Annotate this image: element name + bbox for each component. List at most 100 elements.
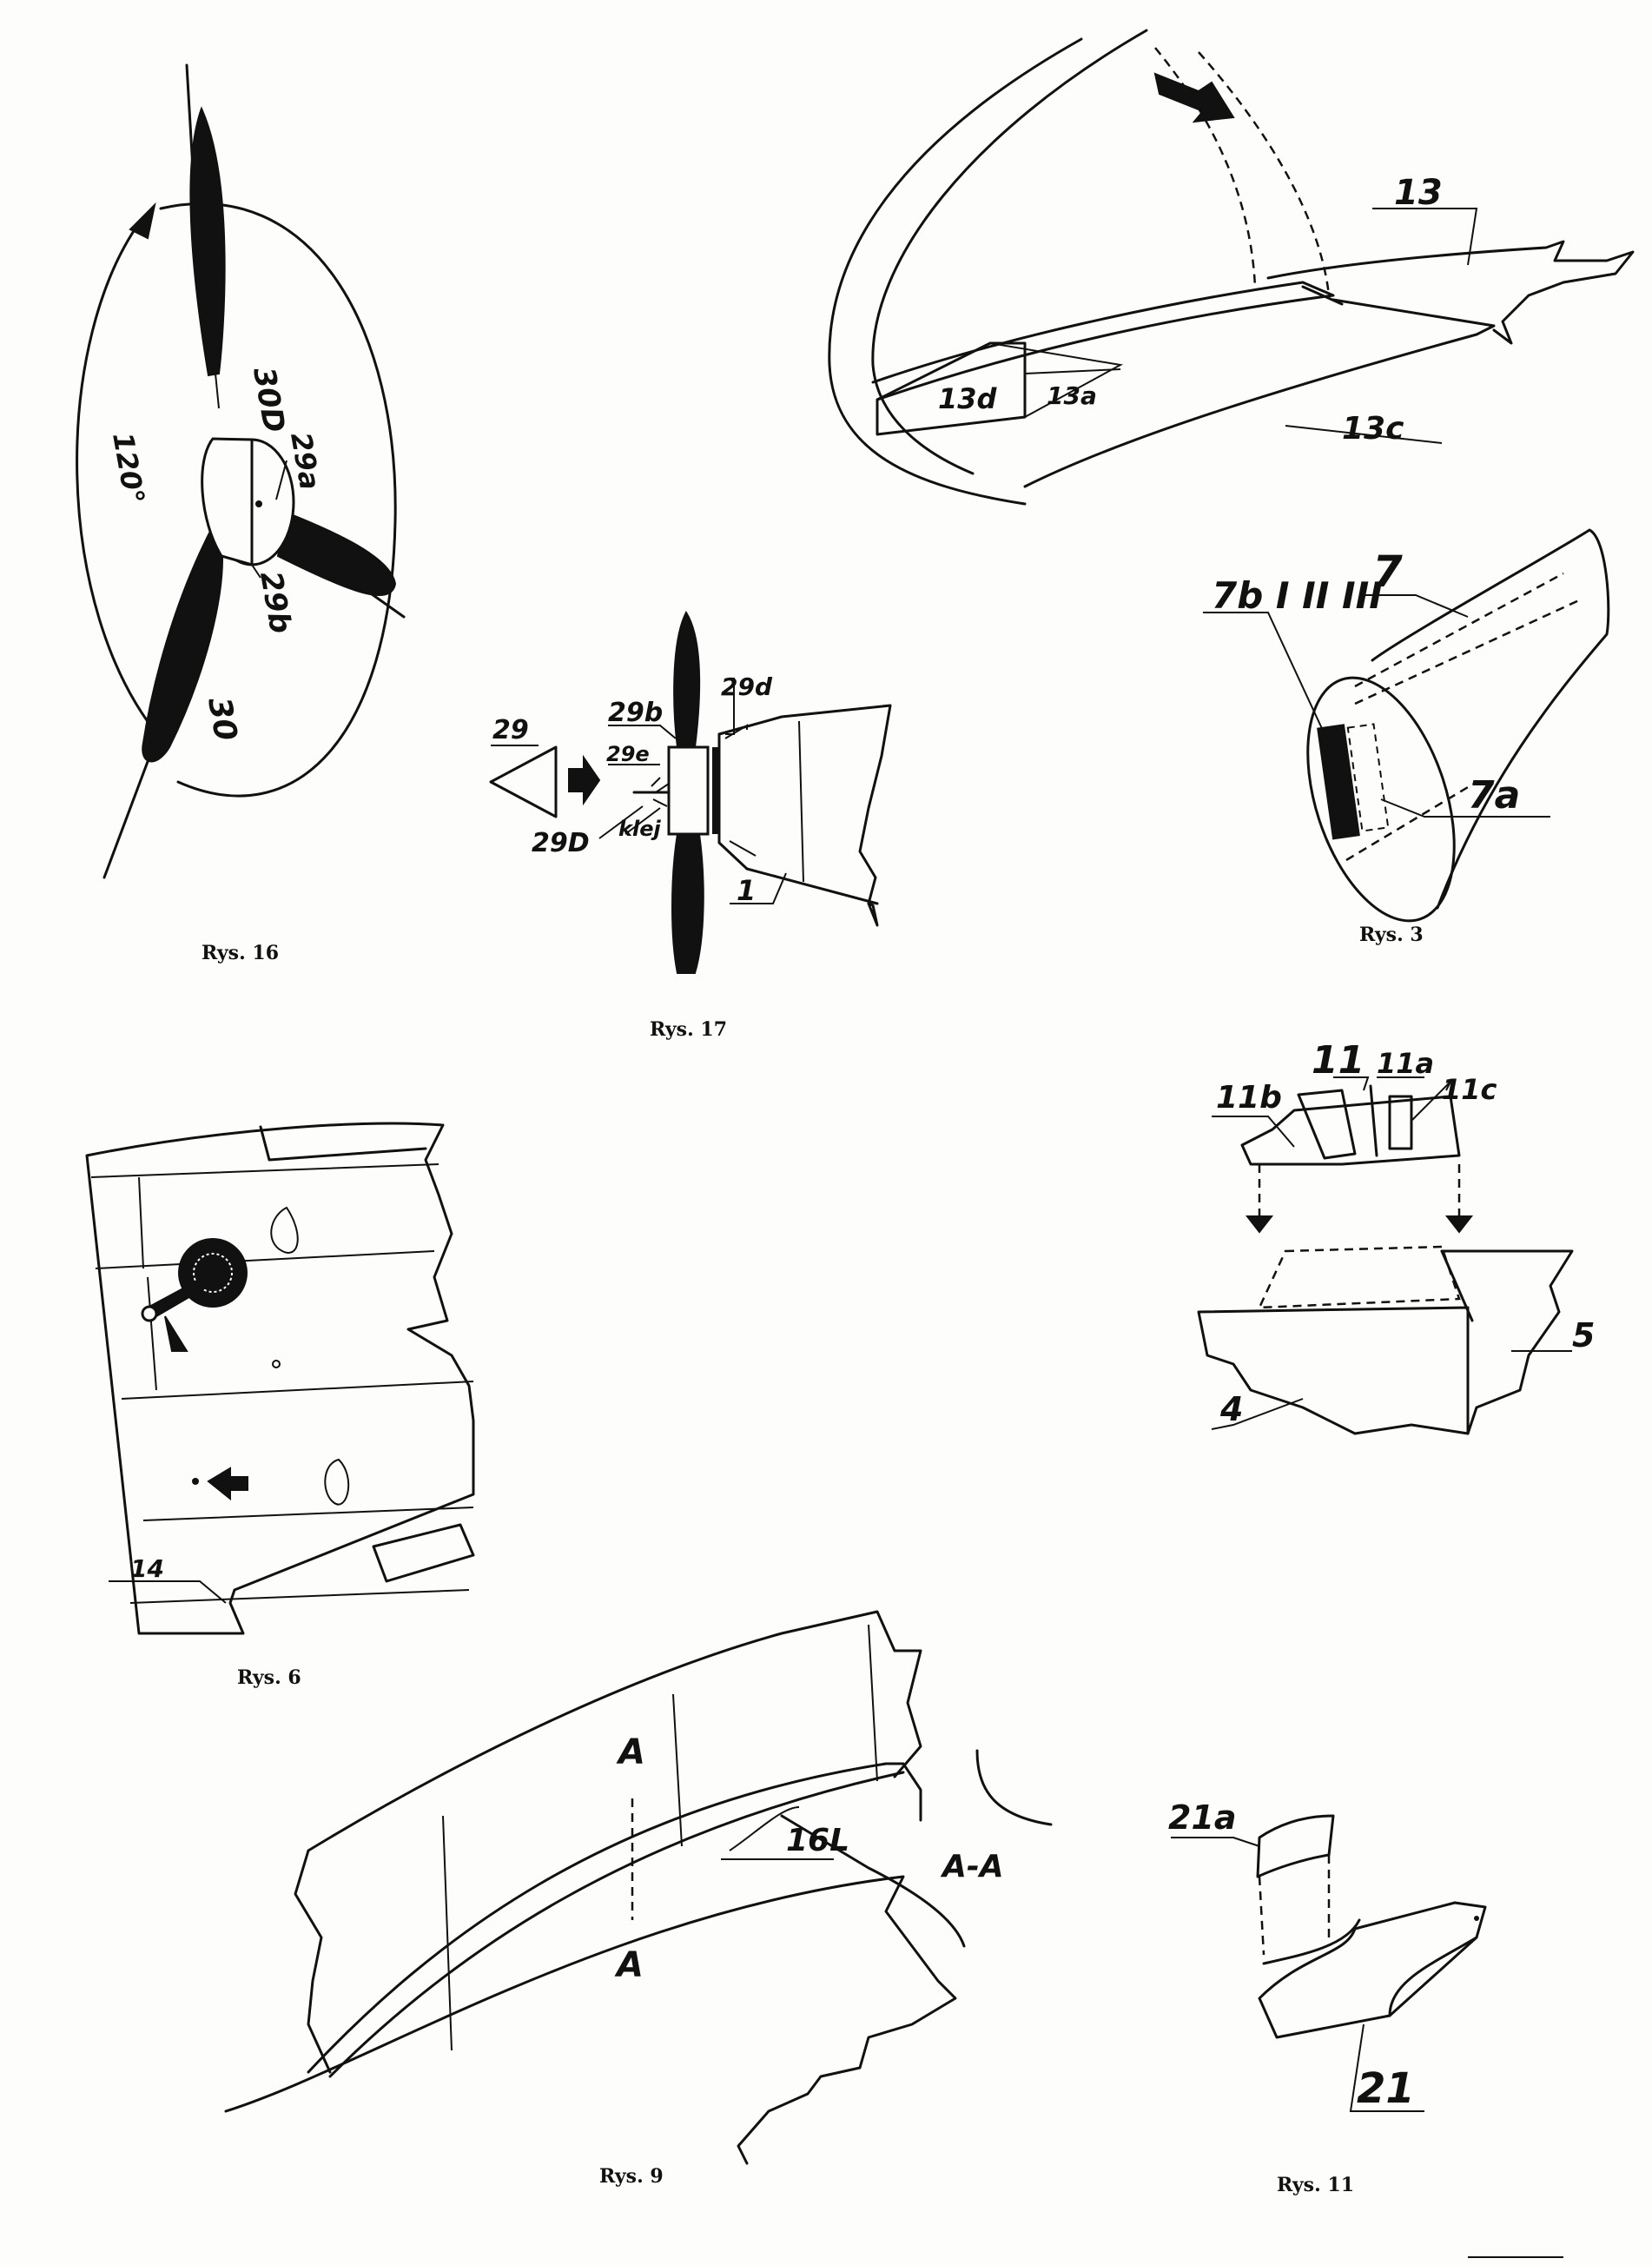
arrow-hole — [207, 1467, 248, 1501]
label-14: 14 — [130, 1554, 164, 1583]
wheel-hub — [193, 1253, 233, 1293]
leader-13c — [1285, 425, 1443, 444]
cockpit-side — [1023, 298, 1496, 488]
figure-rys-6: 14 Rys. 6 — [85, 1122, 475, 1689]
wing-edge-lines — [138, 1176, 157, 1391]
label-29b-r17: 29b — [608, 698, 663, 728]
drop-arrow-right — [1444, 1215, 1474, 1234]
propeller-blade-right — [276, 511, 397, 596]
part-21-side-edge — [1388, 1936, 1478, 2017]
wing-panel-outline — [85, 1122, 475, 1635]
leader-11 — [1333, 1076, 1370, 1091]
washer-29d — [712, 747, 719, 834]
label-11a: 11a — [1377, 1047, 1434, 1080]
label-29d-r17: 29d — [721, 672, 773, 701]
fillet-edge-lower — [328, 1771, 905, 2078]
label-21a: 21a — [1168, 1798, 1237, 1837]
label-16l: 16L — [786, 1823, 849, 1858]
fuselage-side-outline — [307, 1610, 922, 1852]
fillet-root-curve — [780, 1814, 966, 1948]
propeller-axis-bottom — [102, 737, 158, 879]
mark-dot — [192, 1478, 199, 1485]
leader-7a — [1380, 798, 1550, 818]
glue-marks — [651, 777, 670, 807]
label-5: 5 — [1572, 1316, 1595, 1354]
aileron-cut — [372, 1523, 475, 1583]
wing-rib-lines — [90, 1163, 474, 1604]
assembly-arrow — [568, 754, 601, 806]
caption-rys-3: Rys. 3 — [1359, 924, 1424, 946]
rotation-arrowhead — [129, 202, 156, 240]
arrow-strut — [164, 1315, 188, 1352]
label-29D-r17: 29D — [532, 828, 590, 858]
part-11a-line — [1369, 1084, 1378, 1157]
label-21: 21 — [1357, 2064, 1415, 2113]
part-21-pin — [1474, 1916, 1479, 1921]
label-7a: 7a — [1468, 773, 1520, 818]
hub-29b — [667, 745, 710, 836]
blade-stem-top — [215, 373, 220, 409]
fillet-edge-upper — [307, 1762, 922, 2074]
propeller-blade-top — [189, 106, 226, 377]
label-11c: 11c — [1442, 1073, 1497, 1106]
assembly-dashes-21 — [1258, 1855, 1331, 1956]
figure-rys-17: 29 29b 29d 29e 29D klej 1 Rys. 17 — [489, 610, 892, 1041]
part-11c-window — [1388, 1095, 1413, 1150]
leader-14 — [109, 1580, 227, 1604]
propeller-blade-bottom — [142, 519, 224, 763]
leader-13 — [1372, 208, 1478, 266]
canopy-outer-edge — [828, 37, 1083, 506]
leader-11c — [1411, 1081, 1451, 1122]
leader-21a — [1171, 1837, 1260, 1847]
canopy-tip — [1301, 285, 1344, 306]
hub-center-dot — [255, 500, 262, 507]
leader-1 — [730, 872, 787, 904]
fuselage-panel-line — [798, 720, 804, 883]
figure-part-13: 13 13d 13a 13c — [828, 29, 1635, 506]
wing-part-7-body — [1371, 528, 1610, 910]
label-30: 30 — [201, 694, 243, 743]
drop-arrow-left — [1245, 1215, 1274, 1234]
strut-pivot — [141, 1305, 158, 1322]
caption-rys-11: Rys. 11 — [1277, 2174, 1354, 2196]
canopy-dashed-a — [1154, 47, 1257, 288]
panel-13a-edge — [1024, 368, 1121, 374]
fuselage-nose-cap — [724, 724, 757, 857]
fuselage-top-outline — [1266, 240, 1635, 345]
canopy-inner-edge — [871, 29, 1148, 475]
label-section-a-a: A-A — [940, 1849, 1004, 1884]
label-7b: 7b I II III — [1212, 574, 1383, 617]
figure-rys-3: 7b I II III 7 7a Rys. 3 — [1203, 528, 1610, 946]
fuselage-lower-edge — [717, 732, 879, 905]
part-7-hidden-lines — [1345, 572, 1582, 862]
label-29e-r17: 29e — [606, 742, 650, 766]
label-11: 11 — [1312, 1038, 1365, 1083]
part-21a-curved-plate — [1256, 1814, 1335, 1878]
leader-21 — [1349, 2023, 1424, 2112]
panel-13a — [989, 342, 1124, 418]
canopy-arrow — [1153, 72, 1235, 123]
label-120deg: 120° — [106, 430, 151, 507]
canopy-dashed-b — [1198, 51, 1331, 296]
leader-29d-lower — [598, 805, 644, 839]
leader-29a — [275, 460, 287, 500]
part-7-end-face — [1306, 676, 1456, 923]
part-11-target-dashed — [1258, 1245, 1461, 1309]
leader-29b — [251, 564, 261, 579]
rotation-arrow-arc — [76, 215, 162, 740]
part-5-corner — [1440, 1249, 1474, 1322]
wing-root-outline — [224, 1875, 957, 2165]
fuselage-frame-line-c — [868, 1624, 878, 1782]
part-21-inner-edge — [1262, 1918, 1361, 1965]
flap-top-slot — [259, 1125, 427, 1162]
label-11b: 11b — [1216, 1080, 1282, 1116]
leader-7 — [1364, 594, 1469, 618]
leader-29d — [725, 678, 735, 735]
label-klej: klej — [618, 817, 661, 841]
caption-rys-16: Rys. 16 — [202, 942, 279, 964]
caption-rys-6: Rys. 6 — [237, 1666, 301, 1689]
label-1: 1 — [737, 874, 756, 907]
spinner-cone-29 — [489, 745, 558, 818]
